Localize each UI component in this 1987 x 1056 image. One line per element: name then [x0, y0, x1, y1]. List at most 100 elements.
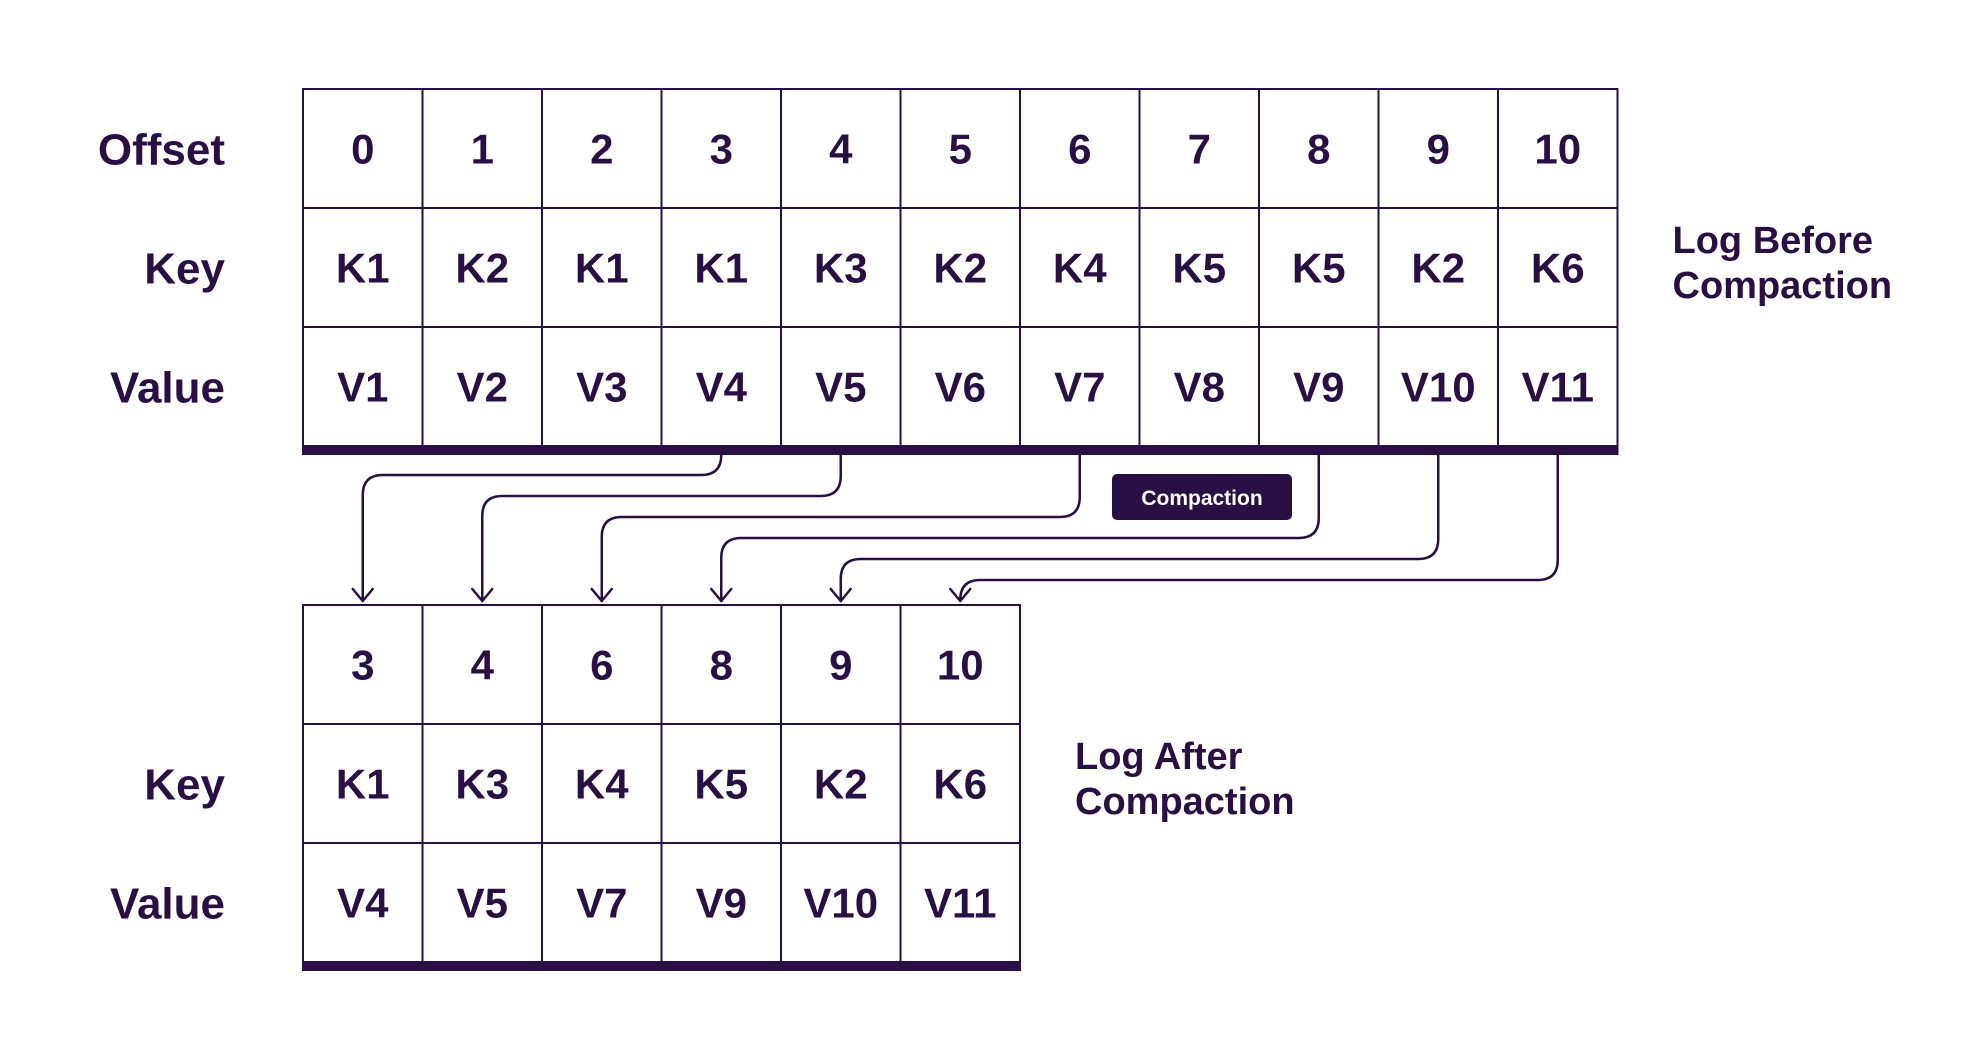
before_log-offset-cell: [302, 88, 424, 209]
after_log-caption-line: Compaction: [1075, 781, 1295, 823]
after_log-offset-text: 3: [351, 642, 374, 689]
compaction-button-background[interactable]: [1112, 474, 1292, 520]
after_log-value-text: V4: [337, 880, 389, 927]
before_log-offset-text: 6: [1068, 126, 1091, 173]
before_log-key-cell: [780, 207, 902, 328]
after_log-row-label-value: Value: [110, 880, 225, 929]
before_log-value-text: V1: [337, 364, 388, 411]
before_log-row-label-value: Value: [110, 364, 225, 413]
after_log-offset-text: 10: [937, 642, 984, 689]
before_log-key-text: K4: [1053, 245, 1107, 292]
after_log-offset-text: 4: [471, 642, 495, 689]
after_log-key-text: K1: [336, 761, 390, 808]
before_log-row-label-key: Key: [144, 245, 225, 294]
after_log-key-text: K6: [933, 761, 987, 808]
arrow-head-icon: [471, 587, 494, 603]
compaction-arrow: [959, 453, 1559, 603]
before_log-value-text: V6: [935, 364, 986, 411]
compaction-button-label[interactable]: Compaction: [1141, 487, 1262, 510]
after_log-offset-text: 6: [590, 642, 613, 689]
before_log-value-cell: [1019, 326, 1141, 447]
before_log-key-text: K2: [933, 245, 987, 292]
compaction-button[interactable]: Compaction: [1112, 474, 1292, 520]
before_log-offset-text: 0: [351, 126, 374, 173]
after_log-value-cell: [780, 842, 902, 963]
before_log-value-text: V4: [696, 364, 748, 411]
after_log-offset-text: 8: [710, 642, 733, 689]
before_log-key-cell: [899, 207, 1021, 328]
before_log-offset-cell: [1377, 88, 1499, 209]
before_log-value-cell: [1258, 326, 1380, 447]
before_log-key-text: K3: [814, 245, 868, 292]
before_log-value-cell: [541, 326, 663, 447]
before_log-key-text: K2: [455, 245, 509, 292]
after_log-value-cell: [302, 842, 424, 963]
compaction-arrows: [351, 453, 1559, 603]
before_log-key-cell: [541, 207, 663, 328]
before_log-value-text: V9: [1293, 364, 1344, 411]
after_log-caption-line: Log After: [1075, 736, 1243, 778]
before_log-key-cell: [1019, 207, 1141, 328]
before_log-offset-text: 2: [590, 126, 613, 173]
before_log-value-text: V3: [576, 364, 627, 411]
compaction-arrow: [839, 453, 1440, 603]
before_log-offset-text: 4: [829, 126, 853, 173]
before_log-offset-text: 5: [949, 126, 972, 173]
before_log-offset-cell: [1138, 88, 1260, 209]
arrow-head-icon: [829, 587, 852, 603]
after_log-row-label-key: Key: [144, 761, 225, 810]
before_log-key-text: K2: [1411, 245, 1465, 292]
before_log-key-text: K5: [1172, 245, 1226, 292]
before_log-key-text: K6: [1531, 245, 1585, 292]
after_log-key-cell: [302, 723, 424, 844]
before_log-key-text: K1: [336, 245, 390, 292]
before_log-key-cell: [302, 207, 424, 328]
before_log-key-text: K1: [694, 245, 748, 292]
after_log-base-bar: [302, 961, 1021, 971]
before_log-value-text: V2: [457, 364, 508, 411]
before_log-key-cell: [1377, 207, 1499, 328]
before_log-offset-text: 8: [1307, 126, 1330, 173]
arrow-head-icon: [710, 587, 733, 603]
after_log-value-cell: [660, 842, 782, 963]
after_log-value-cell: [899, 842, 1021, 963]
after_log-key-cell: [660, 723, 782, 844]
before_log-value-cell: [302, 326, 424, 447]
after_log-value-text: V9: [696, 880, 747, 927]
before_log-value-text: V5: [815, 364, 866, 411]
before_log-value-text: V7: [1054, 364, 1105, 411]
before_log-key-cell: [1138, 207, 1260, 328]
after_log-key-text: K4: [575, 761, 629, 808]
after_log-value-text: V11: [924, 880, 996, 927]
before_log-key-text: K5: [1292, 245, 1346, 292]
before_log-key-cell: [1497, 207, 1619, 328]
compaction-arrow: [361, 453, 723, 603]
arrow-head-icon: [590, 587, 613, 603]
compaction-arrow: [600, 453, 1081, 603]
after_log-offset-cell: [660, 604, 782, 725]
before_log-offset-text: 9: [1427, 126, 1450, 173]
before_log-caption-line: Compaction: [1673, 265, 1893, 307]
before_log-caption-line: Log Before: [1673, 220, 1874, 262]
before_log-offset-text: 10: [1534, 126, 1581, 173]
before_log-offset-text: 1: [471, 126, 494, 173]
before_log-key-text: K1: [575, 245, 629, 292]
after_log-key-cell: [899, 723, 1021, 844]
before_log-offset-text: 7: [1188, 126, 1211, 173]
before_log-value-cell: [1497, 326, 1619, 447]
before_log-value-text: V11: [1522, 364, 1594, 411]
after_log-value-text: V5: [457, 880, 508, 927]
after_log-offset-text: 9: [829, 642, 852, 689]
after_log-key-cell: [541, 723, 663, 844]
after_log-value-cell: [421, 842, 543, 963]
arrow-head-icon: [949, 587, 972, 603]
before_log-offset-cell: [541, 88, 663, 209]
arrow-head-icon: [351, 587, 374, 603]
after_log-key-text: K2: [814, 761, 868, 808]
before_log-value-text: V10: [1401, 364, 1476, 411]
after_log-offset-cell: [899, 604, 1021, 725]
before_log-base-bar: [302, 445, 1619, 455]
